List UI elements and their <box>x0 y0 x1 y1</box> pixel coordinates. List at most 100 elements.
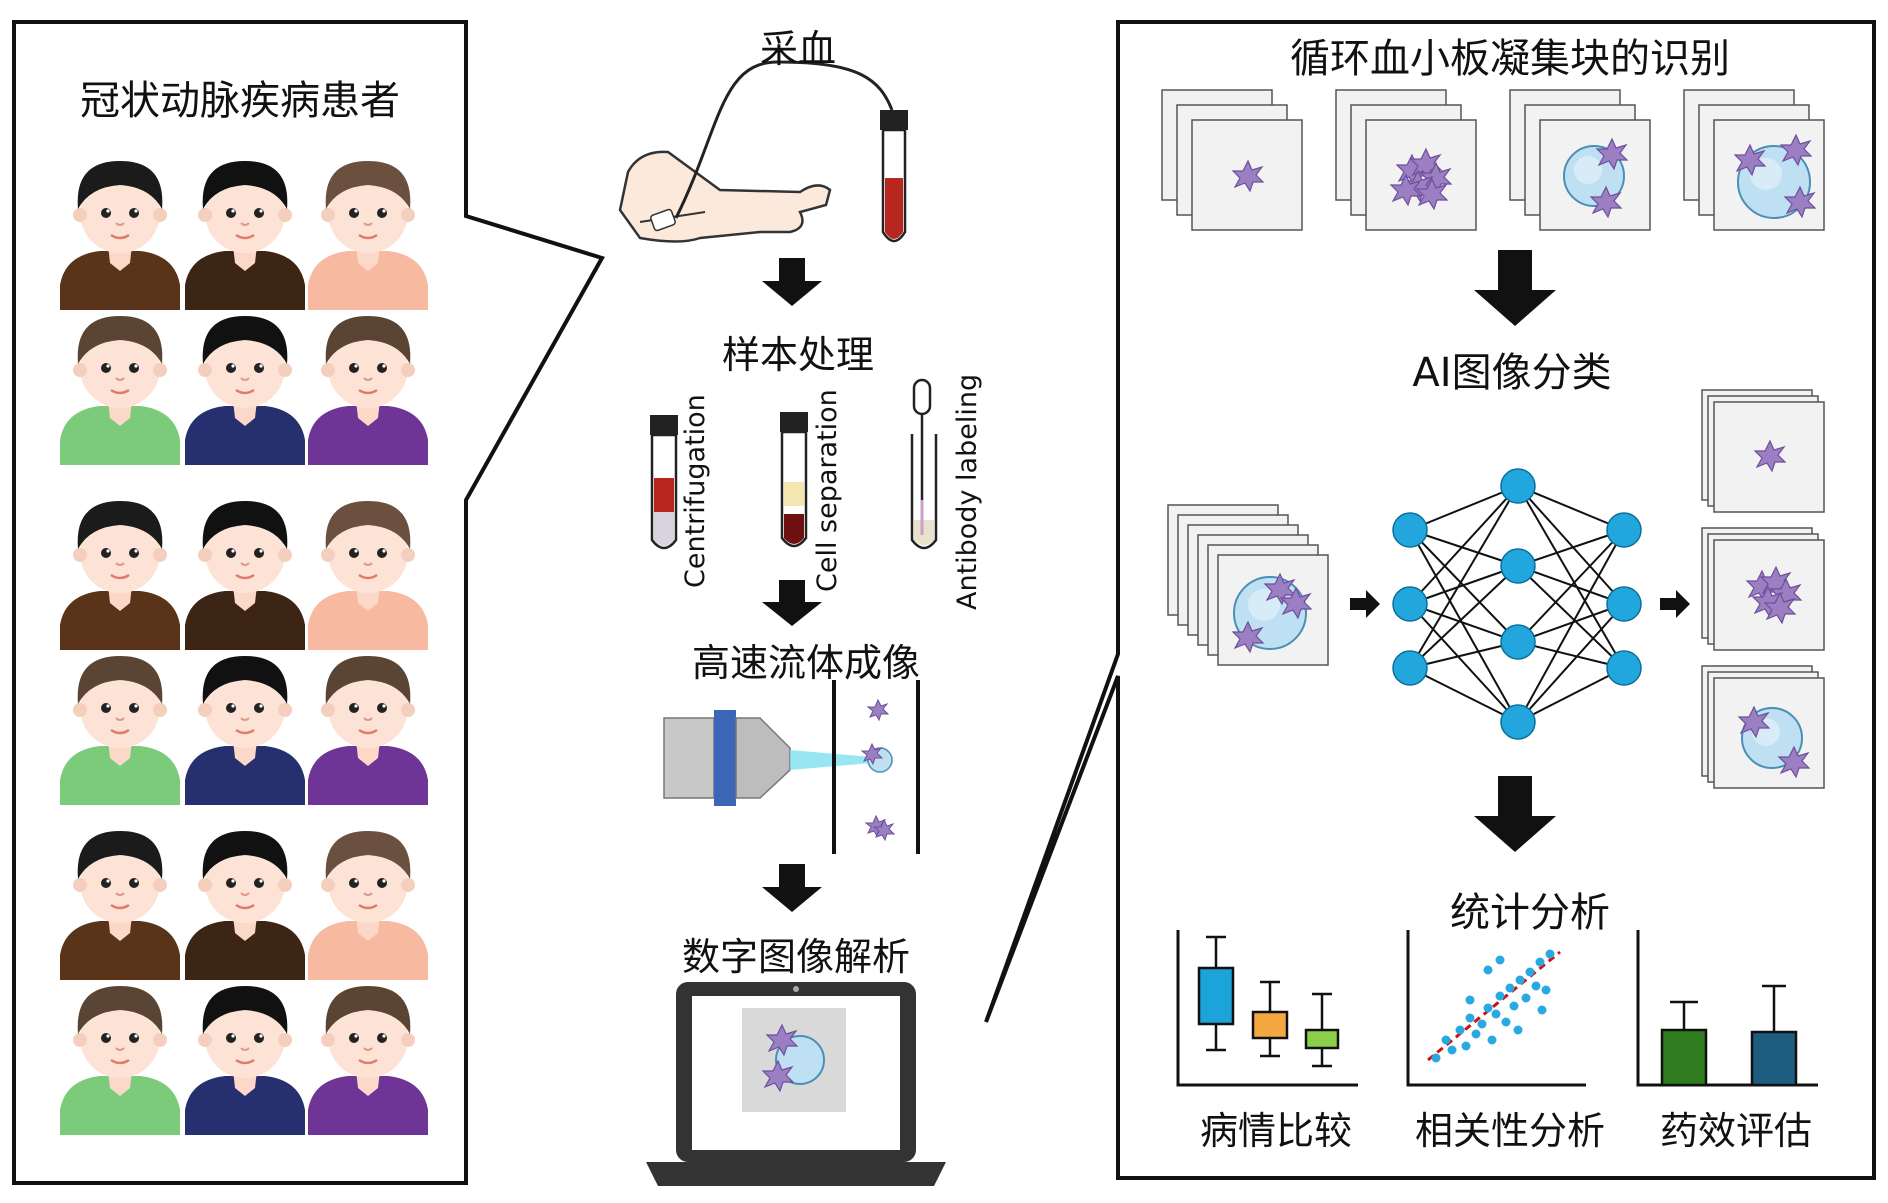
scatter-point <box>1465 995 1475 1005</box>
network-edge <box>1409 641 1519 669</box>
step-flow-imaging-label: 高速流体成像 <box>691 641 921 685</box>
network-node <box>1606 586 1642 622</box>
blood-draw-illustration <box>618 60 908 243</box>
scatter-point <box>1431 1053 1441 1063</box>
patient-avatar <box>60 986 180 1135</box>
flow-imaging-illustration <box>663 680 920 854</box>
network-node <box>1500 704 1536 740</box>
network-edge <box>1517 529 1625 643</box>
arrow-right-2 <box>1660 590 1690 618</box>
patient-avatar <box>308 986 428 1135</box>
arrow-down-2 <box>762 580 822 626</box>
arrow-down-1 <box>762 258 822 306</box>
output-drug-efficacy: 药效评估 <box>1659 1109 1813 1153</box>
ai-input-stack <box>1167 504 1329 666</box>
network-edge <box>1409 667 1519 723</box>
scatter-point <box>1461 1041 1471 1051</box>
patient-avatar <box>60 316 180 465</box>
scatter-point <box>1483 1003 1493 1013</box>
centrifugation-label: Centrifugation <box>680 394 711 588</box>
scatter-point <box>1495 955 1505 965</box>
scatter-chart <box>1406 930 1586 1087</box>
network-edge <box>1409 565 1519 605</box>
arrow-down-4 <box>1474 250 1556 326</box>
network-edge <box>1409 485 1519 531</box>
network-node <box>1392 512 1428 548</box>
network-edge <box>1517 641 1625 669</box>
patient-avatar <box>308 831 428 980</box>
cell-separation-tube <box>780 412 808 548</box>
step-blood-draw-label: 采血 <box>759 27 837 71</box>
cell-separation-label: Cell separation <box>812 389 843 592</box>
network-edge <box>1517 485 1625 605</box>
scatter-point <box>1477 1019 1487 1029</box>
scatter-point <box>1471 1029 1481 1039</box>
neural-network <box>1392 468 1642 740</box>
patient-avatar <box>185 161 305 310</box>
step-digital-analysis-label: 数字图像解析 <box>681 935 911 979</box>
scatter-point <box>1487 1035 1497 1045</box>
patient-avatar <box>308 656 428 805</box>
scatter-point <box>1541 985 1551 995</box>
network-node <box>1392 586 1428 622</box>
ai-classification-label: AI图像分类 <box>1412 350 1612 396</box>
network-edge <box>1409 529 1519 567</box>
centrifugation-tube <box>650 415 678 550</box>
scatter-point <box>1495 991 1505 1001</box>
network-edge <box>1517 485 1625 669</box>
scatter-point <box>1509 1001 1519 1011</box>
network-edge <box>1409 603 1519 723</box>
output-correlation-analysis: 相关性分析 <box>1414 1109 1606 1153</box>
left-panel-title: 冠状动脉疾病患者 <box>80 78 400 124</box>
output-disease-comparison: 病情比较 <box>1199 1109 1353 1153</box>
network-node <box>1500 468 1536 504</box>
ai-output-stacks <box>1701 389 1825 789</box>
scatter-point <box>1521 993 1531 1003</box>
network-node <box>1392 650 1428 686</box>
scatter-point <box>1447 1045 1457 1055</box>
arrow-down-5 <box>1474 776 1556 852</box>
boxplot-chart <box>1176 930 1358 1087</box>
network-edge <box>1517 485 1625 531</box>
network-node <box>1606 650 1642 686</box>
patient-grid <box>60 161 428 1135</box>
scatter-point <box>1491 1009 1501 1019</box>
network-edge <box>1517 667 1625 723</box>
scatter-point <box>1455 1025 1465 1035</box>
left-panel-frame <box>12 20 605 1185</box>
right-panel-title: 循环血小板凝集块的识别 <box>1290 36 1730 82</box>
network-edge <box>1409 485 1519 669</box>
network-node <box>1500 624 1536 660</box>
network-edge <box>1517 603 1625 723</box>
scatter-point <box>1513 1025 1523 1035</box>
patient-avatar <box>60 831 180 980</box>
right-arrows <box>1350 250 1690 852</box>
antibody-labeling-tube <box>910 378 938 550</box>
scatter-point <box>1501 1017 1511 1027</box>
patient-avatar <box>185 656 305 805</box>
patient-avatar <box>185 986 305 1135</box>
scatter-point <box>1545 949 1555 959</box>
network-edge <box>1409 485 1519 605</box>
network-node <box>1606 512 1642 548</box>
network-edge <box>1409 565 1519 669</box>
network-edge <box>1517 529 1625 723</box>
antibody-labeling-label: Antibody labeling <box>952 373 983 610</box>
network-edge <box>1517 565 1625 669</box>
patient-avatar <box>60 656 180 805</box>
patient-avatar <box>308 501 428 650</box>
statistical-analysis-label: 统计分析 <box>1450 890 1610 936</box>
arrow-right-1 <box>1350 590 1380 618</box>
patient-avatar <box>308 161 428 310</box>
scatter-point <box>1483 965 1493 975</box>
platelet-image-stacks <box>1161 89 1825 231</box>
network-edge <box>1517 529 1625 567</box>
patient-avatar <box>60 161 180 310</box>
scatter-point <box>1537 1005 1547 1015</box>
laptop-illustration <box>646 982 946 1186</box>
scatter-point <box>1515 975 1525 985</box>
patient-avatar <box>185 501 305 650</box>
patient-avatar <box>60 501 180 650</box>
arrow-down-3 <box>762 864 822 912</box>
